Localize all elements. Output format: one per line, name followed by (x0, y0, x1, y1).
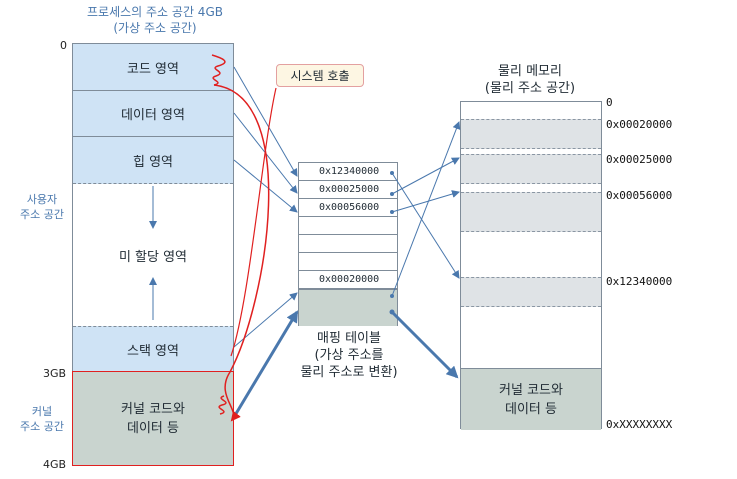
physical-memory-title-line1: 물리 메모리 (498, 64, 562, 79)
physical-kernel-region: 커널 코드와 데이터 등 (461, 368, 601, 430)
syscall-callout-label: 시스템 호출 (290, 69, 350, 83)
syscall-callout: 시스템 호출 (276, 64, 364, 87)
code-segment-label: 코드 영역 (127, 61, 179, 77)
process-space-title-line2: (가상 주소 공간) (113, 21, 197, 35)
physical-page (461, 277, 601, 307)
physical-page (461, 119, 601, 149)
mapping-row: 0x12340000 (299, 163, 397, 181)
kernel-to-table-arrow (232, 310, 299, 418)
kernel-segment: 커널 코드와 데이터 등 (72, 371, 234, 466)
addr-3gb-label: 3GB (43, 367, 67, 380)
kernel-segment-label-line1: 커널 코드와 (121, 401, 185, 417)
mapping-row: 0x00025000 (299, 181, 397, 199)
mapping-row (299, 253, 397, 271)
table-to-phys-arrow (391, 172, 460, 279)
physical-address-label: 0x00020000 (606, 118, 673, 131)
mapping-row: 0x00056000 (299, 199, 397, 217)
code-to-table-arrow (233, 66, 298, 177)
data-segment-label: 데이터 영역 (121, 108, 185, 123)
code-segment: 코드 영역 (73, 44, 233, 91)
mapping-row (299, 217, 397, 235)
unallocated-segment-label: 미 할당 영역 (118, 249, 188, 265)
physical-address-label: 0x12340000 (606, 275, 673, 288)
physical-kernel-label-line2: 데이터 등 (505, 401, 557, 417)
kernel-space-label-line2: 주소 공간 (20, 420, 64, 433)
mapping-table: 0x12340000 0x00025000 0x00056000 0x00020… (298, 162, 398, 326)
physical-address-label: 0 (606, 96, 613, 109)
data-segment: 데이터 영역 (73, 91, 233, 137)
physical-memory: 커널 코드와 데이터 등 (460, 101, 602, 430)
syscall-squiggle-bottom (218, 395, 227, 415)
stack-segment-label: 스택 영역 (127, 343, 179, 359)
addr-0-label: 0 (60, 39, 67, 52)
kernel-segment-label-line2: 데이터 등 (127, 420, 179, 436)
process-space-title: 프로세스의 주소 공간 4GB (가상 주소 공간) (70, 4, 240, 36)
syscall-arrow-down (213, 84, 270, 422)
user-space-label-line2: 주소 공간 (20, 208, 64, 221)
mapping-table-caption: 매핑 테이블 (가상 주소를 물리 주소로 변환) (296, 330, 402, 381)
heap-segment: 힙 영역 (73, 137, 233, 184)
syscall-squiggle-top (211, 54, 226, 86)
process-space-title-line1: 프로세스의 주소 공간 4GB (87, 5, 223, 19)
user-space-label: 사용자 주소 공간 (12, 192, 72, 222)
addr-4gb-label: 4GB (43, 458, 67, 471)
stack-segment: 스택 영역 (73, 326, 233, 371)
mapping-row (299, 235, 397, 253)
mapping-row: 0x00020000 (299, 271, 397, 289)
physical-memory-title: 물리 메모리 (물리 주소 공간) (460, 63, 600, 97)
physical-memory-title-line2: (물리 주소 공간) (484, 81, 576, 96)
physical-kernel-label-line1: 커널 코드와 (499, 382, 563, 398)
table-to-phys-arrow (391, 157, 460, 195)
kernel-space-label-line1: 커널 (31, 405, 53, 418)
mapping-row-kernel (299, 289, 397, 326)
mapping-table-caption-line3: 물리 주소로 변환) (300, 365, 398, 380)
heap-to-table-arrow (233, 159, 298, 213)
physical-address-label: 0x00025000 (606, 153, 673, 166)
physical-address-label: 0xXXXXXXXX (606, 418, 673, 431)
physical-page (461, 154, 601, 184)
table-to-phys-arrow (391, 121, 461, 297)
user-address-space: 코드 영역 데이터 영역 힙 영역 미 할당 영역 스택 영역 (72, 43, 234, 371)
mapping-table-caption-line2: (가상 주소를 (314, 348, 384, 363)
user-space-label-line1: 사용자 (26, 193, 58, 206)
kernel-space-label: 커널 주소 공간 (12, 404, 72, 434)
syscall-arrow-up (230, 87, 277, 357)
mapping-table-caption-line1: 매핑 테이블 (317, 331, 381, 346)
table-to-phys-arrow (391, 190, 460, 213)
table-kernel-to-phys-arrow (390, 310, 459, 379)
physical-page (461, 192, 601, 232)
physical-address-label: 0x00056000 (606, 189, 673, 202)
heap-segment-label: 힙 영역 (132, 154, 173, 170)
